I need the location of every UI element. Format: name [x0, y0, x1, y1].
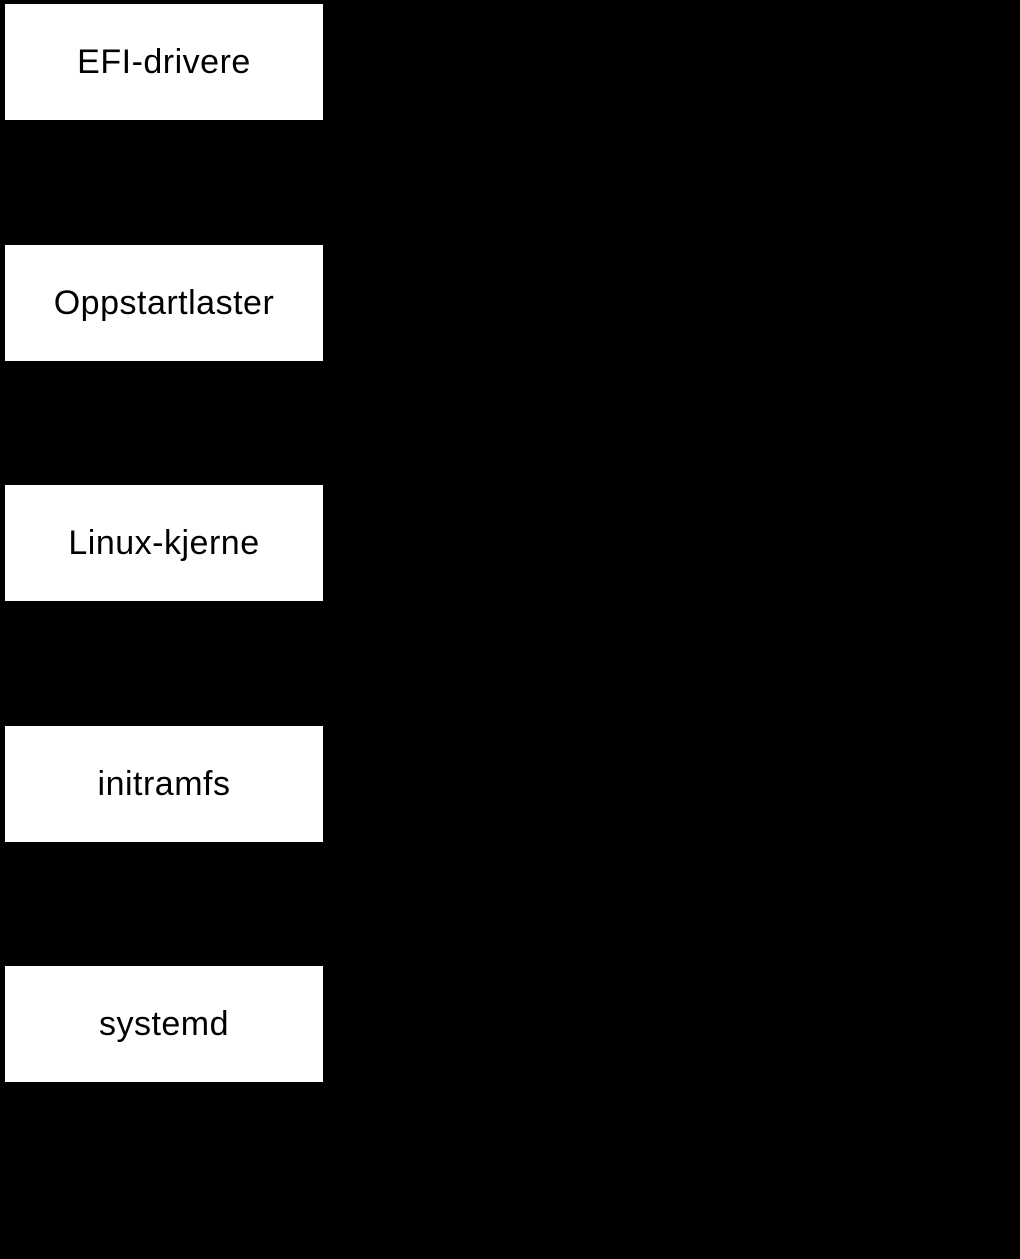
node-label: EFI-drivere [77, 42, 251, 81]
node-efi-drivere: EFI-drivere [5, 4, 323, 120]
node-label: systemd [98, 1004, 230, 1043]
node-oppstartlaster: Oppstartlaster [5, 245, 323, 361]
node-label: initramfs [97, 764, 231, 803]
node-label: Linux-kjerne [68, 523, 260, 562]
node-systemd: systemd [5, 966, 323, 1082]
node-linux-kjerne: Linux-kjerne [5, 485, 323, 601]
node-label: Oppstartlaster [53, 283, 275, 322]
node-initramfs: initramfs [5, 726, 323, 842]
